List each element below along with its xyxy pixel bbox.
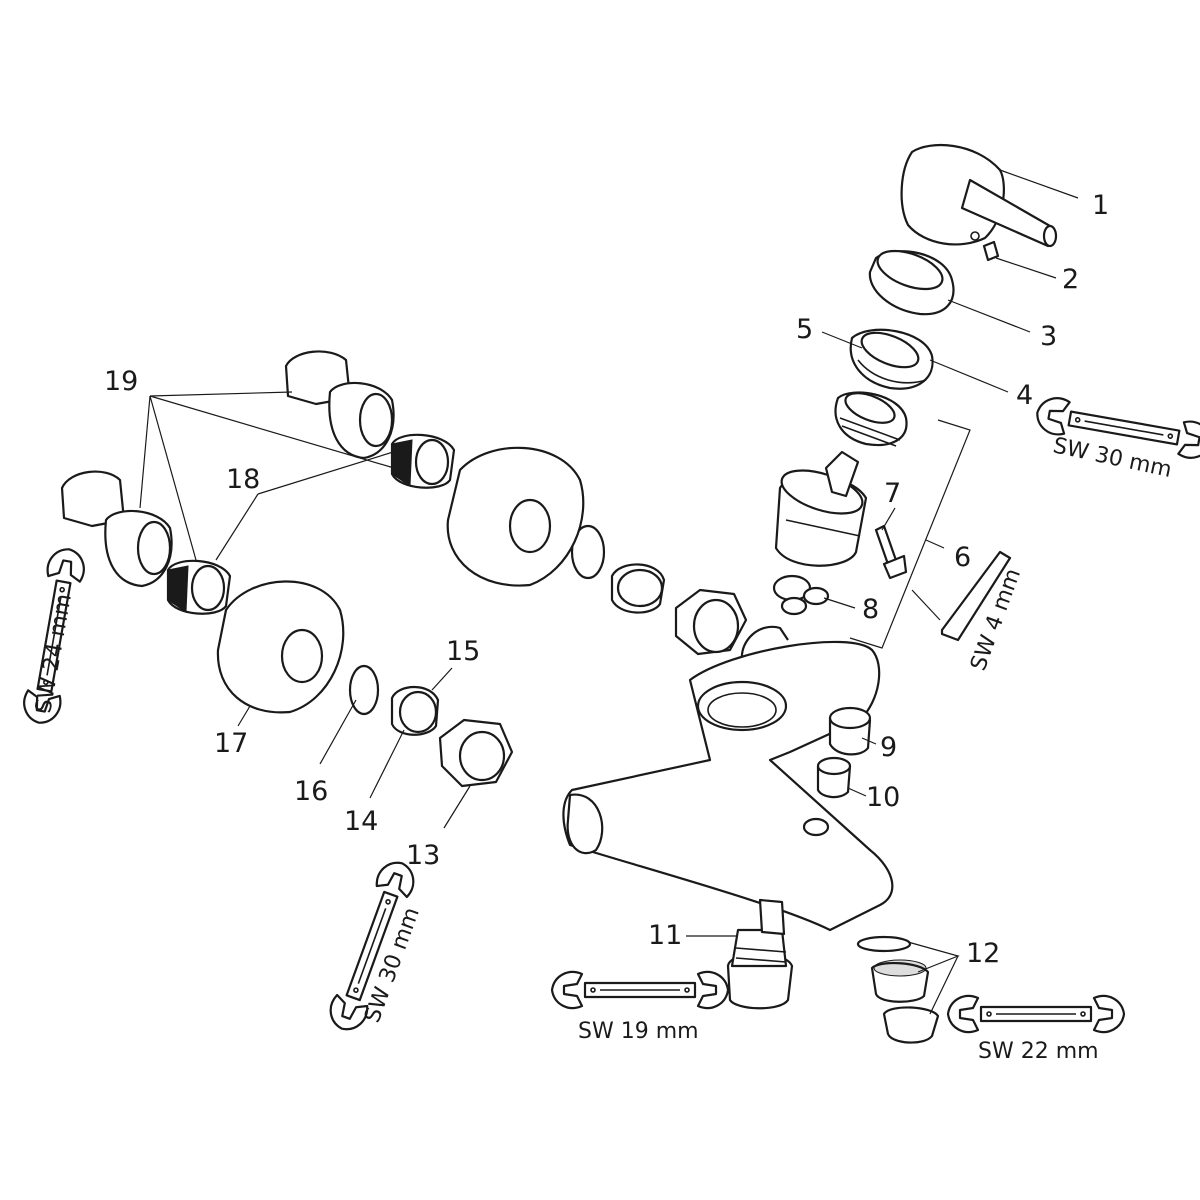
part-number-11: 11 xyxy=(648,920,682,951)
part-number-14: 14 xyxy=(344,806,378,837)
part-number-5: 5 xyxy=(796,314,813,345)
aerator-set xyxy=(856,935,940,1044)
fitting-ring-upper xyxy=(390,433,456,489)
handle-lever xyxy=(900,143,1058,248)
tool-label-allen-key: SW 4 mm xyxy=(966,565,1026,674)
nut-ring xyxy=(849,328,934,390)
leader-18 xyxy=(215,447,407,561)
hex-union-nut-left xyxy=(438,718,514,788)
leader-6-bracket xyxy=(849,419,971,649)
leader-8 xyxy=(823,597,856,609)
adapter-left xyxy=(390,686,440,736)
cover-cap xyxy=(868,249,955,316)
leader-5 xyxy=(821,331,863,349)
part-number-12: 12 xyxy=(966,938,1000,969)
leader-12 xyxy=(907,941,960,1015)
screw xyxy=(874,524,908,580)
part-number-3: 3 xyxy=(1040,321,1057,352)
insert-cap xyxy=(816,756,852,799)
part-number-13: 13 xyxy=(406,840,440,871)
part-number-2: 2 xyxy=(1062,264,1079,295)
leader-15 xyxy=(431,667,453,691)
hex-union-nut-right xyxy=(674,588,748,656)
leader-2 xyxy=(995,257,1057,279)
tool-label-wrench-bottom-right: SW 22 mm xyxy=(978,1039,1099,1064)
leader-allen xyxy=(911,589,941,621)
tool-label-wrench-left: SW 24 mm xyxy=(31,592,77,715)
tool-label-wrench-bottom-center: SW 19 mm xyxy=(578,1019,699,1044)
part-number-16: 16 xyxy=(294,776,328,807)
grub-screw xyxy=(982,240,1000,262)
o-ring-left xyxy=(348,664,380,716)
rosette-upper xyxy=(446,446,585,587)
part-number-7: 7 xyxy=(884,478,901,509)
leader-3 xyxy=(947,299,1031,333)
o-ring-set xyxy=(740,574,830,661)
mixer-body xyxy=(562,640,894,932)
cartridge xyxy=(774,450,868,567)
part-number-17: 17 xyxy=(214,728,248,759)
part-number-19: 19 xyxy=(104,366,138,397)
part-number-4: 4 xyxy=(1016,380,1033,411)
part-number-6: 6 xyxy=(954,542,971,573)
rosette-lower xyxy=(216,580,345,714)
part-number-9: 9 xyxy=(880,732,897,763)
open-end-wrench-icon xyxy=(550,970,730,1010)
button-cap xyxy=(828,706,872,756)
leader-7 xyxy=(881,507,896,531)
s-connector-upper xyxy=(284,350,395,460)
s-connector-lower xyxy=(60,470,173,588)
part-number-1: 1 xyxy=(1092,190,1109,221)
open-end-wrench-icon xyxy=(946,994,1126,1034)
part-number-15: 15 xyxy=(446,636,480,667)
leader-10 xyxy=(847,787,867,797)
leader-19 xyxy=(139,391,395,561)
threaded-ring xyxy=(834,391,908,447)
adapter-right xyxy=(610,563,666,614)
leader-17 xyxy=(237,705,251,727)
flow-regulator xyxy=(726,898,794,1010)
o-ring-right xyxy=(570,524,606,580)
part-number-18: 18 xyxy=(226,464,260,495)
leader-1 xyxy=(999,169,1079,199)
leader-13 xyxy=(443,785,471,829)
part-number-8: 8 xyxy=(862,594,879,625)
part-number-10: 10 xyxy=(866,782,900,813)
fitting-ring-lower xyxy=(166,559,232,615)
allen-key-icon xyxy=(940,550,1012,642)
leader-14 xyxy=(369,729,405,799)
leader-16 xyxy=(319,699,357,765)
leader-4 xyxy=(929,359,1009,393)
leader-9 xyxy=(861,737,877,745)
